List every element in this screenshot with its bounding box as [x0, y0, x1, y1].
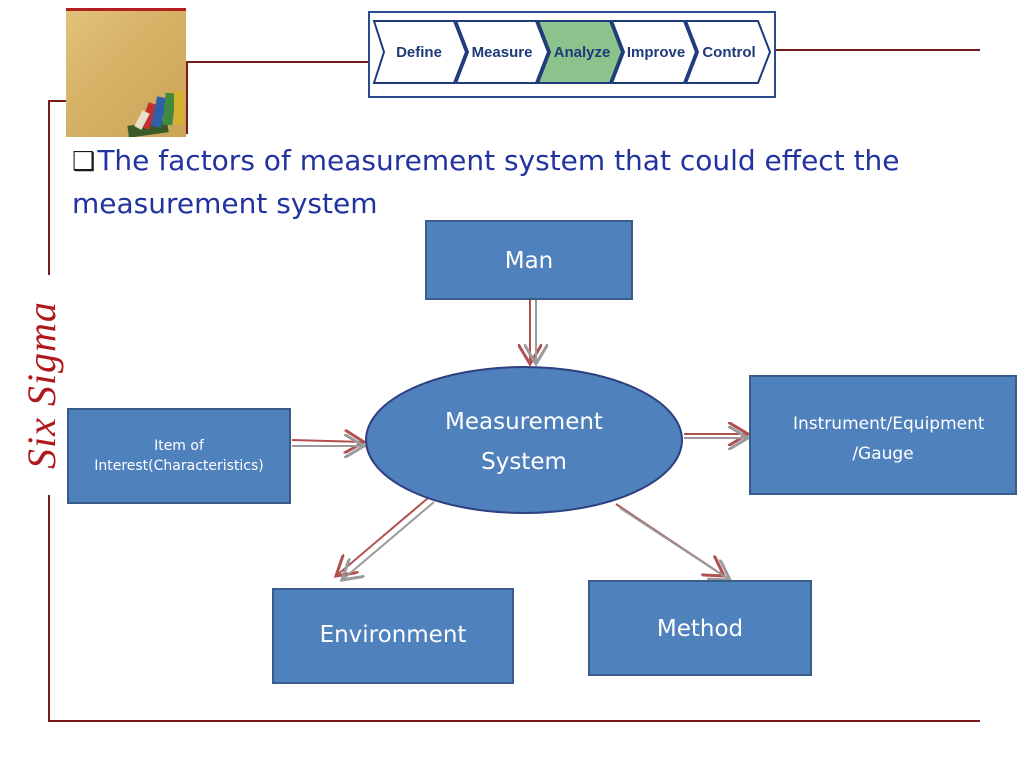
man-box: Man — [425, 220, 633, 300]
dmaic-step-analyze: Analyze — [553, 44, 611, 61]
photo-side-line — [186, 61, 188, 134]
environment-label: Environment — [319, 622, 467, 648]
instrument-label: Instrument/Equipment /Gauge — [793, 414, 985, 464]
arrow-item-to-center — [291, 440, 364, 442]
checkbox-bullet-icon: ❑ — [72, 147, 96, 177]
method-label: Method — [656, 616, 744, 642]
man-label: Man — [504, 248, 554, 274]
heading-text: The factors of measurement system that c… — [72, 144, 900, 220]
frame-left-stub — [48, 100, 66, 102]
dmaic-step-define: Define — [396, 44, 442, 61]
frame-top-line — [186, 61, 368, 63]
environment-box: Environment — [272, 588, 514, 684]
books-photo — [66, 8, 186, 137]
dmaic-step-measure: Measure — [471, 44, 533, 61]
slide-heading: ❑The factors of measurement system that … — [72, 140, 992, 225]
item-of-interest-label: Item of Interest(Characteristics) — [94, 438, 264, 474]
measurement-system-ellipse — [365, 366, 683, 514]
frame-top-right-line — [772, 49, 980, 51]
dmaic-step-improve: Improve — [626, 44, 686, 61]
arrow-center-to-environment — [336, 497, 429, 576]
frame-bottom-line — [48, 720, 980, 722]
method-box: Method — [588, 580, 812, 676]
dmaic-chevron-shapes — [372, 20, 772, 84]
dmaic-step-control: Control — [702, 44, 756, 61]
instrument-box: Instrument/Equipment /Gauge — [749, 375, 1017, 495]
book-stack-icon — [66, 11, 186, 137]
dmaic-process-bar: Define Measure Analyze Improve Control — [368, 11, 776, 98]
measurement-system-label: Measurement System — [445, 409, 603, 475]
item-of-interest-box: Item of Interest(Characteristics) — [67, 408, 291, 504]
